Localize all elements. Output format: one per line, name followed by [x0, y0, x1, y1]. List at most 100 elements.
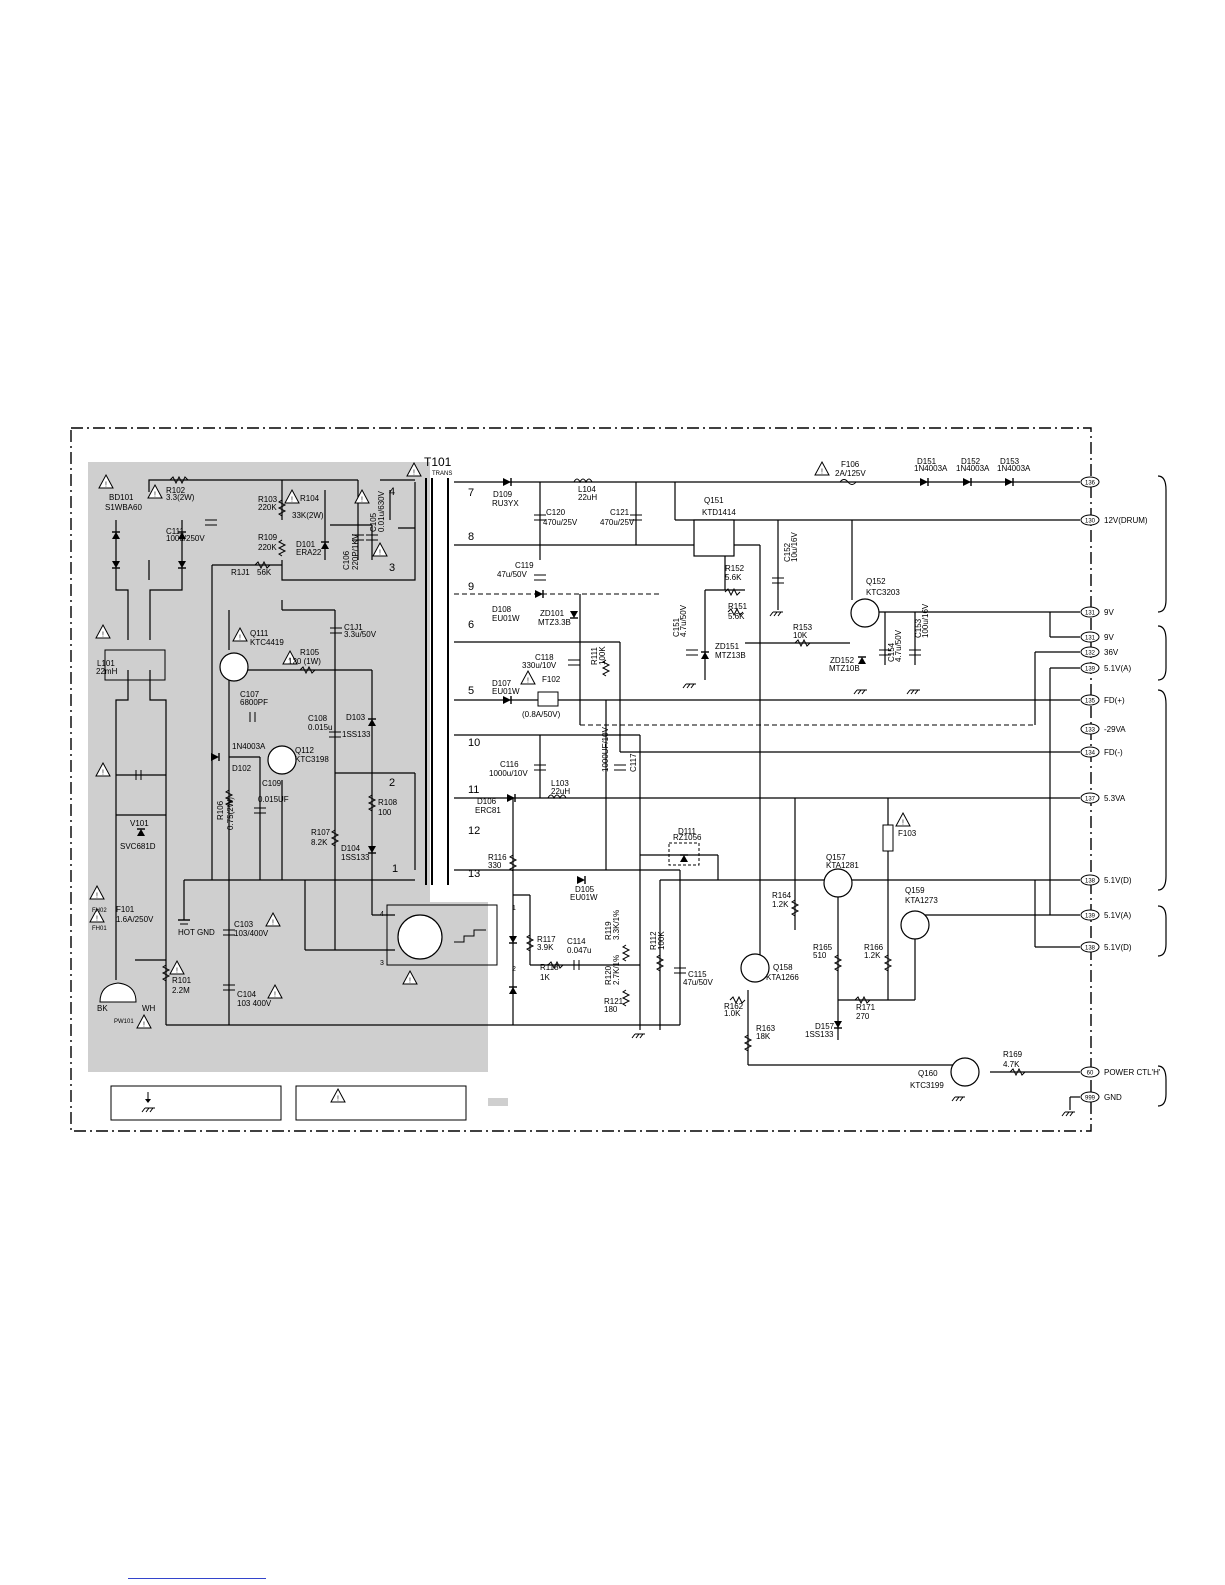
- transformer-pin: 13: [468, 868, 480, 880]
- connector-label: 36V: [1104, 648, 1119, 657]
- r109-value: 220K: [258, 543, 277, 552]
- r151-value: 5.6K: [728, 612, 745, 621]
- c109-value: 0.015UF: [258, 795, 289, 804]
- r112-value: 100K: [657, 931, 666, 950]
- r108-ref: R108: [378, 798, 398, 807]
- q151-ref: Q151: [704, 496, 724, 505]
- r116-value: 330: [488, 861, 502, 870]
- connector-label: 9V: [1104, 633, 1114, 642]
- l101-value: 22mH: [96, 667, 118, 676]
- c152-ref: C152: [783, 542, 792, 562]
- f106-value: 2A/125V: [835, 469, 866, 478]
- r112-ref: R112: [649, 931, 658, 950]
- q160-ref: Q160: [918, 1069, 938, 1078]
- transformer-pin: 10: [468, 737, 480, 749]
- d102-ref: D102: [232, 764, 252, 773]
- d105-ref: D105: [575, 885, 595, 894]
- q111-value: KTC4419: [250, 638, 284, 647]
- r165-ref: R165: [813, 943, 833, 952]
- c105-value: 0.01u/630V: [377, 490, 386, 532]
- connector-pin: [1080, 746, 1100, 758]
- r1j1-ref: R1J1: [231, 568, 250, 577]
- connector-number: 137: [1085, 797, 1096, 803]
- q112-value: KTC3198: [295, 755, 329, 764]
- r101-ref: R101: [172, 976, 192, 985]
- legend-shade-swatch: [488, 1098, 508, 1106]
- opto-pin-3: 3: [380, 960, 384, 967]
- r109-ref: R109: [258, 533, 278, 542]
- connector-label: 5.1V(A): [1104, 911, 1131, 920]
- connector-number: 136: [1085, 481, 1096, 487]
- transformer-pin: 2: [389, 777, 395, 789]
- q158-value: KTA1266: [766, 973, 799, 982]
- legend-ground-box: [110, 1085, 282, 1121]
- connector-pin: [1080, 646, 1100, 658]
- connector-number: 132: [1085, 651, 1096, 657]
- q157-value: KTA1281: [826, 861, 859, 870]
- connector-number: 138: [1085, 879, 1096, 885]
- connector-pin: [1080, 476, 1100, 488]
- transformer-type: TRANS: [432, 471, 452, 477]
- q111-ref: Q111: [250, 629, 269, 638]
- r102-ref: R102: [166, 486, 186, 495]
- v101-value: SVC681D: [120, 842, 156, 851]
- r120-value: 2.7K/1%: [612, 955, 621, 985]
- d108-ref: D108: [492, 605, 512, 614]
- r104-ref: R104: [300, 494, 320, 503]
- transformer-pin: 6: [468, 619, 474, 631]
- l101-ref: L101: [97, 659, 115, 668]
- d151-value: 1N4003A: [914, 464, 948, 473]
- connector-pin: [1080, 1091, 1100, 1103]
- d102-value: 1N4003A: [232, 742, 266, 751]
- zd152-value: MTZ10B: [829, 664, 860, 673]
- f103-ref: F103: [898, 829, 917, 838]
- power-plug-icon: [99, 982, 137, 1003]
- d108-value: EU01W: [492, 614, 520, 623]
- d103-ref: D103: [346, 713, 366, 722]
- r153-ref: R153: [793, 623, 813, 632]
- c111-value: 100u/250V: [166, 534, 205, 543]
- r121-ref: R121: [604, 997, 624, 1006]
- connector-pin: [1080, 606, 1100, 618]
- c117-value: 1000UF/10V: [601, 726, 610, 772]
- connector-number: 133: [1085, 728, 1096, 734]
- zd101-ref: ZD101: [540, 609, 565, 618]
- c120-ref: C120: [546, 508, 566, 517]
- r171-ref: R171: [856, 1003, 876, 1012]
- connector-number: 60: [1087, 1071, 1094, 1077]
- transformer-pin: 4: [389, 486, 395, 498]
- connector-label: FD(+): [1104, 696, 1125, 705]
- d109-ref: D109: [493, 490, 513, 499]
- transformer-pin: 8: [468, 531, 474, 543]
- c106-ref: C106: [342, 550, 351, 570]
- c118-ref: C118: [535, 653, 554, 662]
- connector-pin: [1080, 941, 1100, 953]
- d104-ref: D104: [341, 844, 361, 853]
- c153-ref: C153: [914, 618, 923, 638]
- c119-value: 47u/50V: [497, 570, 527, 579]
- c104-ref: C104: [237, 990, 257, 999]
- connector-number: 131: [1085, 636, 1096, 642]
- c114-ref: C114: [567, 937, 586, 946]
- legend-warning-box: [295, 1085, 467, 1121]
- connector-number: 139: [1085, 914, 1096, 920]
- c121-ref: C121: [610, 508, 630, 517]
- q152-ref: Q152: [866, 577, 886, 586]
- fh02-label: FH02: [92, 908, 107, 914]
- d153-ref: D153: [1000, 457, 1020, 466]
- d105-value: EU01W: [570, 893, 598, 902]
- transformer-pin: 7: [468, 487, 474, 499]
- hot-gnd-label: HOT GND: [178, 928, 215, 937]
- plug-wh-label: WH: [142, 1004, 156, 1013]
- c116-value: 1000u/10V: [489, 769, 528, 778]
- connector-label: 5.1V(A): [1104, 664, 1131, 673]
- connector-pin: [1080, 694, 1100, 706]
- connector-label: FD(-): [1104, 748, 1123, 757]
- d109-value: RU3YX: [492, 499, 519, 508]
- c107-ref: C107: [240, 690, 260, 699]
- r171-value: 270: [856, 1012, 870, 1021]
- connector-label: 9V: [1104, 608, 1114, 617]
- f101-value: 1.6A/250V: [116, 915, 154, 924]
- passive-glyphs: [135, 475, 1026, 1077]
